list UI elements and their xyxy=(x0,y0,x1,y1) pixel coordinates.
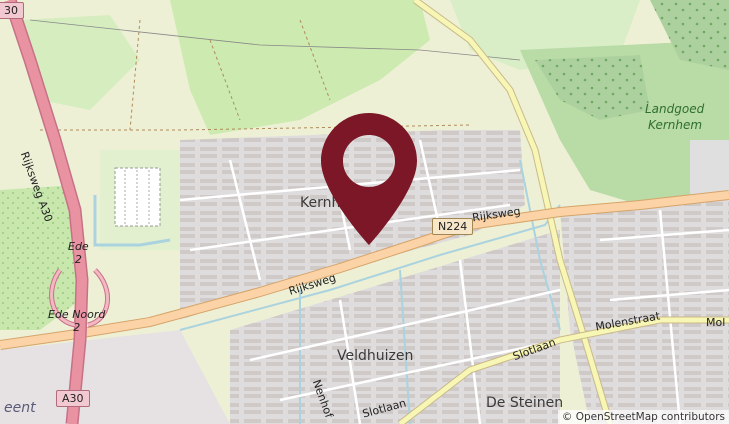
label-kernhem-district: Kernh xyxy=(300,195,341,211)
label-landgoed: Landgoed xyxy=(645,102,705,116)
label-veldhuizen: Veldhuizen xyxy=(337,348,414,364)
label-molenstraat-edge: Mol xyxy=(706,316,726,329)
road-shield-a30: A30 xyxy=(56,390,90,407)
label-ede-2: Ede 2 xyxy=(68,240,89,266)
road-shield-a30-top: 30 xyxy=(0,2,24,19)
label-de-steinen: De Steinen xyxy=(486,395,564,411)
attribution[interactable]: © OpenStreetMap contributors xyxy=(557,410,729,424)
road-shield-n224: N224 xyxy=(432,218,474,235)
label-eent: eent xyxy=(4,400,36,416)
label-ede-noord-2: Ede Noord 2 xyxy=(48,308,106,334)
map-pin-icon[interactable] xyxy=(321,113,417,245)
label-kernhem-estate: Kernhem xyxy=(648,118,703,132)
